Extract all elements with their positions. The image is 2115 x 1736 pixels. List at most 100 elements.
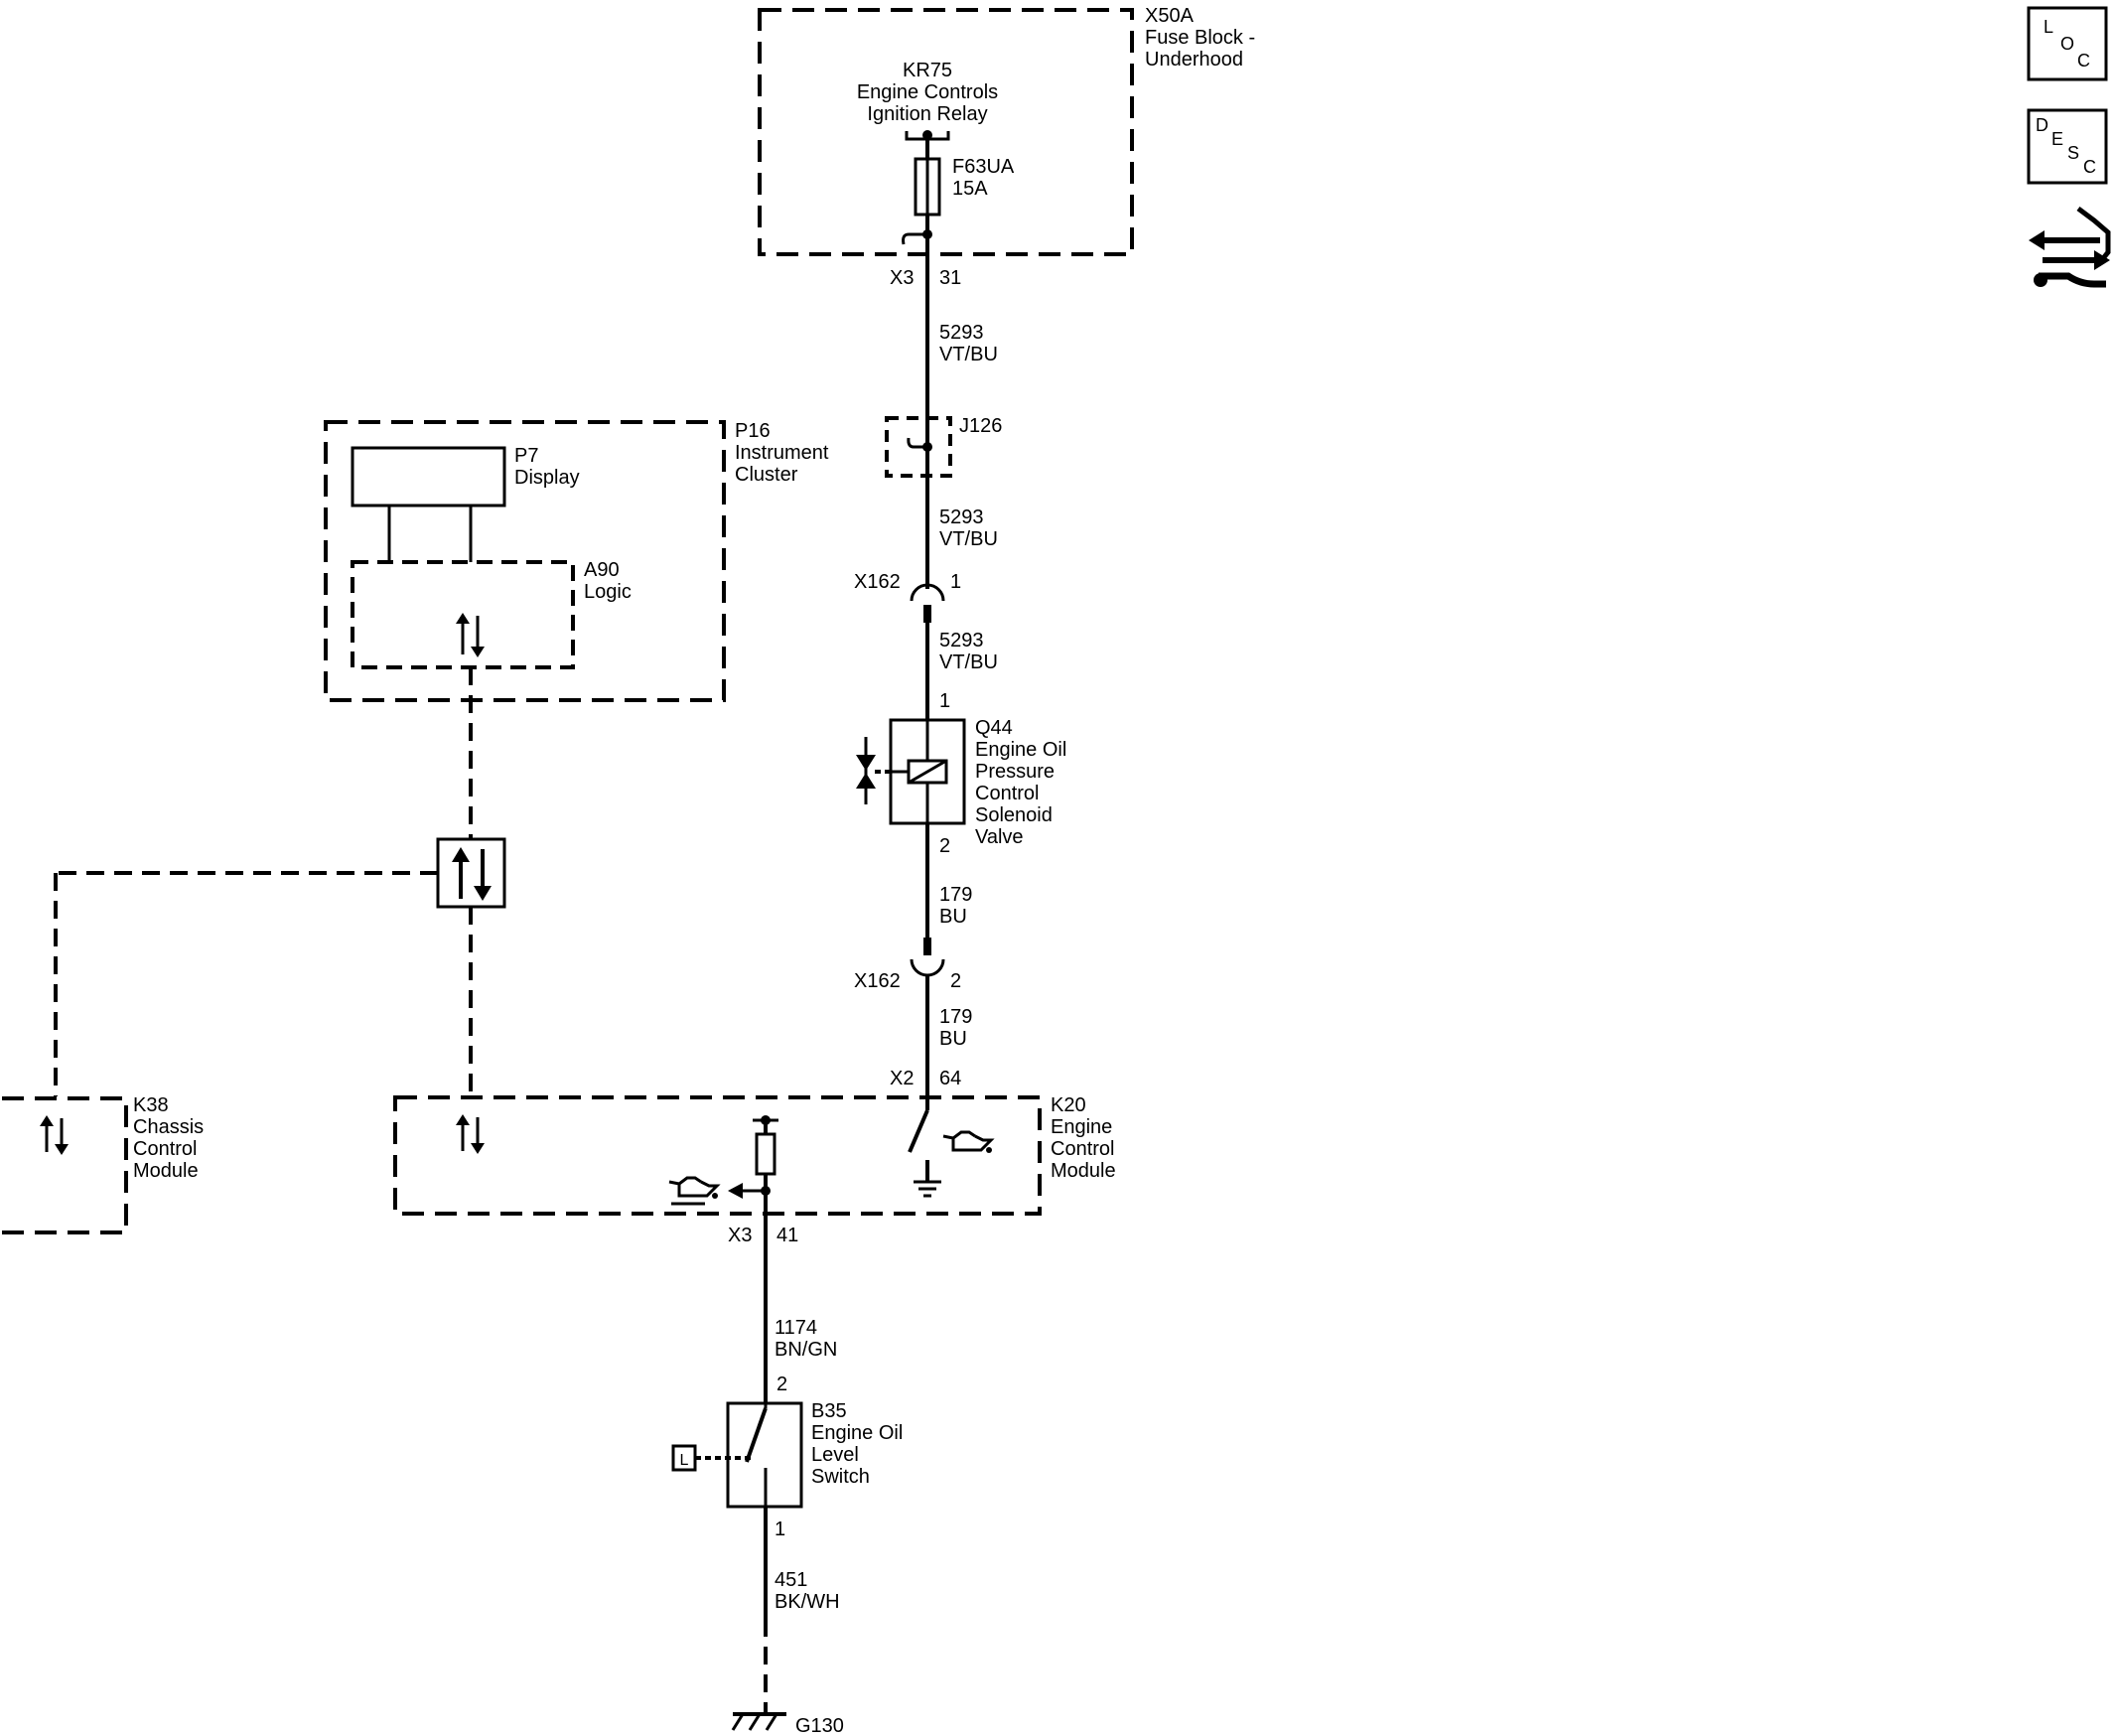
desc-letter-4: C bbox=[2083, 157, 2096, 177]
serial-data-arrows-icon bbox=[40, 1115, 69, 1155]
q44-label-1: Engine Oil bbox=[975, 739, 1066, 761]
p16-id: P16 bbox=[735, 420, 771, 442]
b35-label-1: Engine Oil bbox=[811, 1422, 903, 1444]
connector-arc bbox=[910, 583, 945, 602]
b35-pin2: 2 bbox=[776, 1374, 787, 1395]
b35-pin1: 1 bbox=[775, 1519, 785, 1540]
serial-data-arrows-icon bbox=[452, 847, 492, 901]
k38-label-1: Chassis bbox=[133, 1116, 204, 1138]
k20-engine-control-module: K20 Engine Control Module bbox=[393, 1094, 1116, 1235]
a90-id: A90 bbox=[584, 559, 620, 581]
x50a-fuse-block: X50A Fuse Block - Underhood bbox=[758, 5, 1255, 256]
wire-1-color: VT/BU bbox=[939, 344, 998, 365]
oil-can-icon bbox=[668, 1176, 721, 1206]
serial-data-arrows-icon bbox=[456, 1114, 485, 1154]
x162-2-name: X162 bbox=[854, 970, 901, 992]
f63ua-fuse: F63UA 15A bbox=[914, 156, 1015, 217]
wire-2-color: VT/BU bbox=[939, 528, 998, 550]
q44-label-5: Valve bbox=[975, 826, 1024, 848]
q44-pin1: 1 bbox=[939, 690, 950, 712]
p16-label-1: Instrument bbox=[735, 442, 829, 464]
x3-bottom-pin: 41 bbox=[776, 1225, 798, 1246]
loc-button[interactable]: L O C bbox=[2027, 6, 2108, 81]
desc-letter-2: E bbox=[2051, 129, 2063, 149]
a90-label: Logic bbox=[584, 581, 632, 603]
desc-letter-1: D bbox=[2036, 115, 2048, 135]
k38-id: K38 bbox=[133, 1094, 169, 1116]
x162-connector-pin2: X162 2 bbox=[854, 938, 961, 992]
level-sensor-label: L bbox=[680, 1452, 689, 1469]
b35-oil-level-switch: 2 L B35 Engine Oil Level Switch 1 bbox=[671, 1374, 903, 1540]
f63ua-id: F63UA bbox=[952, 156, 1015, 178]
valve-icon bbox=[856, 737, 876, 804]
loc-button-frame[interactable] bbox=[2027, 6, 2108, 81]
p7-label: Display bbox=[514, 467, 580, 489]
serial-data-arrows-icon bbox=[456, 613, 485, 657]
wire-3-circuit: 5293 bbox=[939, 630, 984, 651]
p7-id: P7 bbox=[514, 445, 538, 467]
q44-id: Q44 bbox=[975, 717, 1013, 739]
wire-1-circuit: 5293 bbox=[939, 322, 984, 344]
x162-connector-pin1: X162 1 bbox=[854, 571, 961, 623]
oil-can-icon bbox=[942, 1130, 995, 1153]
kr75-label-2: Ignition Relay bbox=[867, 103, 987, 125]
kr75-relay: KR75 Engine Controls Ignition Relay bbox=[857, 60, 998, 159]
x3-top-pin: 31 bbox=[939, 267, 961, 289]
kr75-label-1: Engine Controls bbox=[857, 81, 998, 103]
k38-boundary bbox=[2, 1096, 128, 1234]
j126-splice: J126 bbox=[885, 415, 1002, 478]
q44-label-2: Pressure bbox=[975, 761, 1055, 783]
k20-label-3: Module bbox=[1051, 1160, 1116, 1182]
x3-bottom-name: X3 bbox=[728, 1225, 752, 1246]
pull-up-resistor bbox=[755, 1132, 776, 1176]
wire-3-color: VT/BU bbox=[939, 651, 998, 673]
loc-letter-1: L bbox=[2044, 17, 2053, 37]
q44-solenoid-valve: 1 Q44 Engine Oil Pressure Control Soleno… bbox=[856, 690, 1066, 857]
x2-pin: 64 bbox=[939, 1068, 961, 1089]
k20-label-2: Control bbox=[1051, 1138, 1114, 1160]
p16-boundary bbox=[324, 420, 726, 702]
connector-swap-icon[interactable] bbox=[2029, 207, 2111, 288]
loc-letter-2: O bbox=[2060, 34, 2074, 54]
wire-6-circuit: 1174 bbox=[775, 1317, 817, 1339]
a90-boundary bbox=[351, 560, 575, 669]
g130-id: G130 bbox=[795, 1715, 844, 1736]
b35-label-2: Level bbox=[811, 1444, 859, 1466]
x3-connector-symbol bbox=[902, 232, 927, 245]
wire-5-circuit: 179 bbox=[939, 1006, 972, 1028]
x162-1-pin: 1 bbox=[950, 571, 961, 593]
j126-symbol bbox=[907, 437, 927, 449]
wire-7-circuit: 451 bbox=[775, 1569, 807, 1591]
k38-chassis-control-module: K38 Chassis Control Module bbox=[2, 1094, 204, 1234]
j126-id: J126 bbox=[959, 415, 1002, 437]
p16-instrument-cluster: P16 Instrument Cluster P7 Display A90 Lo… bbox=[324, 420, 829, 702]
q44-label-3: Control bbox=[975, 783, 1039, 804]
g130-ground: G130 bbox=[731, 1712, 844, 1736]
loc-letter-3: C bbox=[2077, 51, 2090, 71]
q44-label-4: Solenoid bbox=[975, 804, 1053, 826]
k20-id: K20 bbox=[1051, 1094, 1086, 1116]
wire-4-circuit: 179 bbox=[939, 884, 972, 906]
x50a-label-1: Fuse Block - bbox=[1145, 27, 1255, 49]
wire-4-color: BU bbox=[939, 906, 967, 928]
connector-pin bbox=[923, 605, 931, 623]
kr75-id: KR75 bbox=[903, 60, 952, 81]
b35-label-3: Switch bbox=[811, 1466, 870, 1488]
x162-2-pin: 2 bbox=[950, 970, 961, 992]
k20-boundary bbox=[393, 1095, 1042, 1216]
x50a-id: X50A bbox=[1145, 5, 1195, 27]
k38-label-3: Module bbox=[133, 1160, 199, 1182]
p16-label-2: Cluster bbox=[735, 464, 798, 486]
desc-button-frame[interactable] bbox=[2027, 108, 2108, 185]
k38-label-2: Control bbox=[133, 1138, 197, 1160]
wire-5-color: BU bbox=[939, 1028, 967, 1050]
wire-7-color: BK/WH bbox=[775, 1591, 840, 1613]
q44-pin2: 2 bbox=[939, 835, 950, 857]
f63ua-rating: 15A bbox=[952, 178, 988, 200]
connector-arc bbox=[910, 958, 945, 977]
b35-id: B35 bbox=[811, 1400, 847, 1422]
input-arrow bbox=[728, 1183, 743, 1199]
desc-button[interactable]: D E S C bbox=[2027, 108, 2108, 185]
j126-boundary bbox=[885, 416, 952, 478]
x50a-label-2: Underhood bbox=[1145, 49, 1243, 71]
